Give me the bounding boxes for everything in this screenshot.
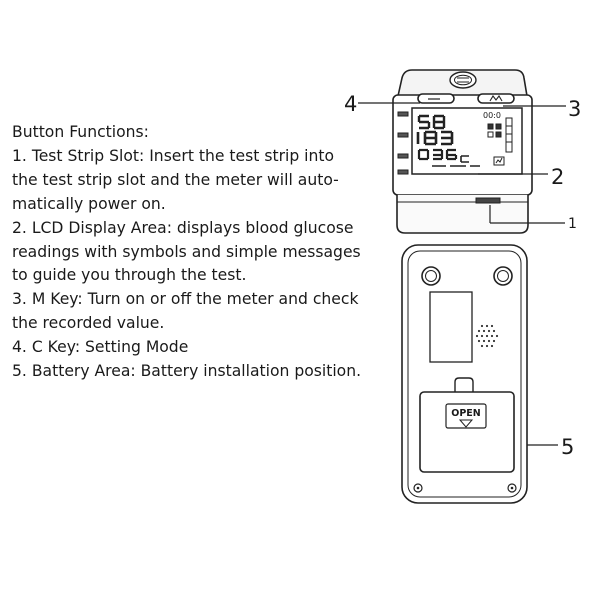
test-strip-slot bbox=[475, 197, 501, 204]
lcd-digits-top bbox=[417, 114, 446, 130]
lcd-digits-bottom bbox=[417, 148, 458, 161]
function-line-4: 2. LCD Display Area: displays blood gluc… bbox=[12, 218, 354, 237]
open-label: OPEN bbox=[451, 408, 481, 419]
battery-cover bbox=[419, 391, 515, 473]
screw-hole-left-inner bbox=[425, 270, 437, 282]
function-line-8: the recorded value. bbox=[12, 314, 165, 333]
callout-3: 3 bbox=[568, 97, 581, 121]
logo-inner bbox=[454, 74, 472, 86]
lcd-digits-main bbox=[416, 130, 454, 146]
battery-latch bbox=[454, 377, 474, 392]
screw-hole-right bbox=[493, 266, 513, 286]
function-line-3: matically power on. bbox=[12, 194, 166, 213]
meter-front-view bbox=[392, 69, 533, 234]
function-line-10: 5. Battery Area: Battery installation po… bbox=[12, 362, 362, 381]
meter-base bbox=[396, 195, 529, 234]
function-line-2: the test strip slot and the meter will a… bbox=[12, 170, 339, 189]
m-key-button bbox=[477, 93, 515, 104]
logo-icon bbox=[449, 71, 477, 89]
meter-back-inner bbox=[407, 250, 522, 498]
m-key-icon bbox=[489, 95, 503, 102]
label-window bbox=[429, 291, 473, 363]
callout-5: 5 bbox=[561, 435, 574, 459]
functions-heading: Button Functions: bbox=[12, 123, 149, 141]
function-line-7: 3. M Key: Turn on or off the meter and c… bbox=[12, 290, 359, 309]
screw-hole-left bbox=[421, 266, 441, 286]
lcd-side-labels bbox=[397, 111, 409, 175]
callout-1: 1 bbox=[568, 216, 577, 232]
logo-mark bbox=[457, 77, 469, 83]
function-line-9: 4. C Key: Setting Mode bbox=[12, 338, 189, 357]
meter-back-view bbox=[401, 244, 528, 504]
function-line-1: 1. Test Strip Slot: Insert the test stri… bbox=[12, 146, 335, 165]
lcd-time: 00:0 bbox=[483, 111, 501, 120]
function-line-5: readings with symbols and simple message… bbox=[12, 242, 361, 261]
screw-hole-right-inner bbox=[497, 270, 509, 282]
bottom-screw-right bbox=[507, 483, 517, 493]
button-functions-text: Button Functions: 1. Test Strip Slot: In… bbox=[12, 121, 397, 384]
open-arrow-icon bbox=[458, 419, 474, 428]
open-label-box bbox=[445, 403, 487, 429]
lcd-bottom-segments bbox=[432, 155, 480, 167]
callout-4: 4 bbox=[344, 92, 357, 116]
callout-2: 2 bbox=[551, 165, 564, 189]
lcd-status-icons bbox=[487, 117, 513, 166]
bottom-screw-left bbox=[413, 483, 423, 493]
function-line-6: to guide you through the test. bbox=[12, 266, 247, 285]
speaker-grill bbox=[475, 324, 499, 348]
